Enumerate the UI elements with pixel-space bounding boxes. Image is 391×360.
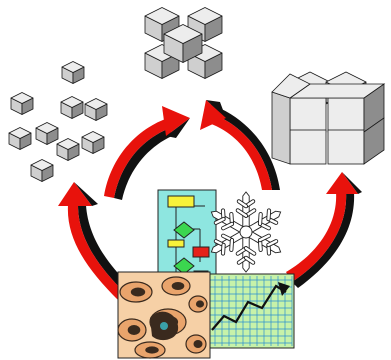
- source-images-collage: [117, 189, 295, 359]
- block-cube: [289, 97, 327, 133]
- small-cube: [81, 131, 105, 154]
- small-cube: [8, 127, 32, 150]
- scattered-cubes-cluster: [8, 61, 108, 182]
- small-cube: [60, 96, 84, 119]
- curved-red-arrow: [104, 106, 190, 200]
- small-cube: [56, 138, 80, 161]
- small-cube: [84, 98, 108, 121]
- line-chart-icon: [201, 273, 295, 349]
- small-cube: [61, 61, 85, 84]
- small-cube: [30, 159, 54, 182]
- block-cube: [327, 129, 365, 165]
- small-cube: [35, 122, 59, 145]
- stacked-cube-block: [271, 71, 386, 165]
- curved-red-arrow: [286, 172, 362, 288]
- snowflake-icon: [210, 191, 282, 273]
- cells-micrograph-icon: [117, 271, 211, 359]
- block-side: [271, 73, 386, 165]
- block-cube: [289, 129, 327, 165]
- cross-shaped-cube-cluster: [144, 7, 223, 79]
- block-cube: [327, 97, 365, 133]
- curved-red-arrow: [200, 100, 280, 190]
- small-cube: [10, 92, 34, 115]
- cluster-cube: [163, 24, 203, 63]
- flowchart-icon: [157, 189, 217, 287]
